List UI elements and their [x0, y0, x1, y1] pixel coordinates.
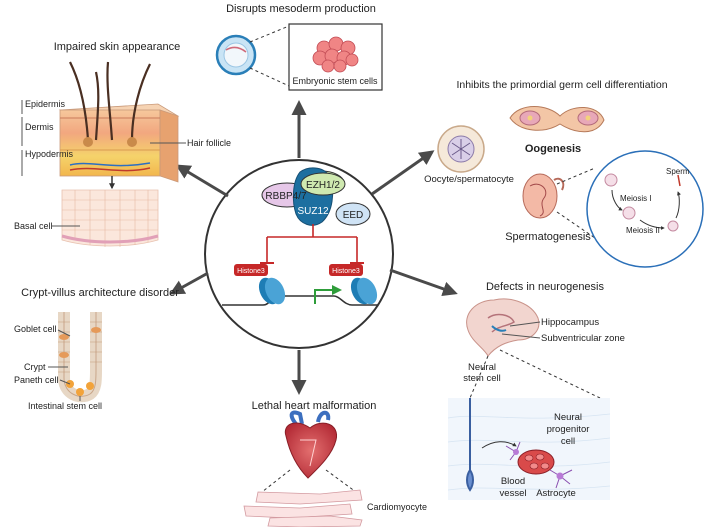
histone-tag-left: [234, 264, 268, 276]
meiosis1-label: Meiosis I: [620, 194, 652, 203]
eed-label: EED: [343, 210, 364, 221]
epidermis-label: Epidermis: [25, 99, 66, 109]
meiosis2-label: Meiosis II: [626, 226, 660, 235]
niche-tissue: [447, 398, 611, 500]
ovary-icon: [509, 106, 605, 133]
basal-cell-label: Basal cell: [14, 221, 53, 231]
progenitor-label-1: Neural: [554, 412, 582, 423]
hair-strands: [69, 61, 151, 141]
heart-title: Lethal heart malformation: [252, 400, 377, 412]
spermatogenesis-label: Spermatogenesis: [505, 231, 591, 243]
progenitor-label-2: progenitor: [547, 424, 590, 435]
rbbp-label: RBBP4/7: [265, 191, 307, 202]
crypt-label: Crypt: [24, 362, 46, 372]
neural-stem-label-1: Neural: [468, 362, 496, 373]
germ-panel: Inhibits the primordial germ cell differ…: [424, 79, 704, 268]
neuro-panel: Defects in neurogenesis Hippocampus Subv…: [447, 281, 625, 500]
crypt-structure: [58, 312, 102, 403]
central-prc2-panel: EZH1/2 RBBP4/7 SUZ12 EED Histone3 Histon…: [204, 159, 394, 349]
ezh-protein-top: [300, 172, 346, 196]
skin-panel: Impaired skin appearance Epidermis Dermi…: [14, 41, 231, 247]
crypt-panel: Crypt-villus architecture disorder Goble…: [14, 287, 179, 411]
suz-label: SUZ12: [297, 206, 329, 217]
heart-icon: [284, 410, 338, 479]
heart-panel: Lethal heart malformation Cardiomyocyte: [243, 400, 427, 527]
dermis-label: Dermis: [25, 122, 54, 132]
neural-stem-label-2: stem cell: [463, 373, 500, 384]
esc-label: Embryonic stem cells: [292, 76, 378, 86]
intestinal-stem-label: Intestinal stem cell: [28, 401, 102, 411]
basal-tissue: [61, 189, 159, 247]
hair-follicle-label: Hair follicle: [187, 138, 231, 148]
histone-label-left: Histone3: [237, 268, 265, 275]
sperm-label: Sperm: [666, 167, 690, 176]
mesoderm-title: Disrupts mesoderm production: [226, 3, 376, 15]
cardiomyocyte-fibers: [243, 489, 363, 527]
outward-arrows: [169, 100, 458, 395]
eed-protein: [335, 202, 371, 226]
hippocampus-label: Hippocampus: [541, 317, 599, 328]
neuro-title: Defects in neurogenesis: [486, 281, 605, 293]
crypt-title: Crypt-villus architecture disorder: [21, 287, 179, 299]
progenitor-label-3: cell: [561, 436, 575, 447]
esc-cluster: [312, 36, 359, 73]
hypodermis-label: Hypodermis: [25, 149, 74, 159]
histone-label-right: Histone3: [332, 268, 360, 275]
goblet-label: Goblet cell: [14, 324, 57, 334]
blood-label-1: Blood: [501, 476, 525, 487]
nucleosome-left: [258, 277, 286, 305]
nucleosome-right: [350, 277, 378, 305]
histone-tag-right: [329, 264, 363, 276]
astrocyte-label: Astrocyte: [536, 488, 576, 499]
mesoderm-panel: Disrupts mesoderm production Embryonic s…: [215, 3, 383, 91]
oocyte-label: Oocyte/spermatocyte: [424, 174, 514, 185]
brain-icon: [466, 298, 540, 357]
cardiomyocyte-label: Cardiomyocyte: [367, 502, 427, 512]
ezh-label: EZH1/2: [306, 180, 340, 191]
testis-icon: [522, 173, 565, 219]
svz-label: Subventricular zone: [541, 333, 625, 344]
oogenesis-label: Oogenesis: [525, 143, 581, 155]
germ-title: Inhibits the primordial germ cell differ…: [456, 79, 667, 91]
blood-vessel: [517, 449, 555, 475]
neural-stem-cell: [466, 398, 474, 492]
skin-title: Impaired skin appearance: [54, 41, 181, 53]
paneth-label: Paneth cell: [14, 375, 59, 385]
blood-label-2: vessel: [500, 488, 527, 499]
